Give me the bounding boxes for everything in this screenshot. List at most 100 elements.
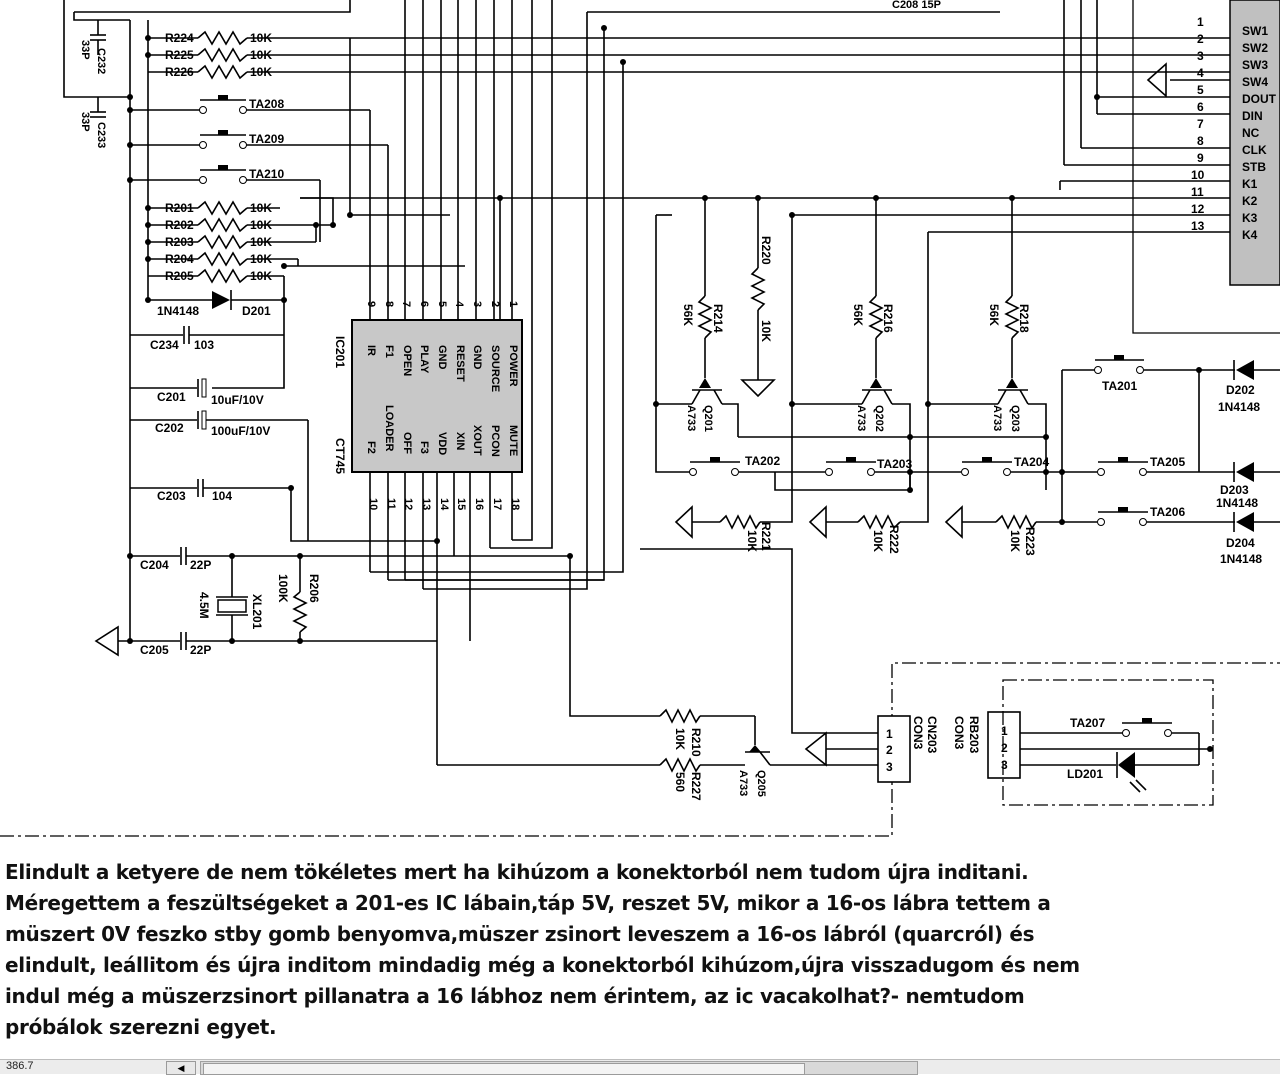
c233-label: C233	[95, 122, 107, 148]
svg-text:8: 8	[1197, 134, 1204, 148]
svg-text:R223: R223	[1023, 527, 1037, 556]
svg-text:LOADER: LOADER	[383, 405, 395, 452]
svg-text:R216: R216	[881, 304, 895, 333]
svg-text:TA210: TA210	[249, 167, 284, 181]
ta208-switch: TA208	[130, 95, 370, 114]
svg-text:D202: D202	[1226, 383, 1255, 397]
svg-text:A733: A733	[737, 770, 749, 796]
q201-transistor: R214 56K A733 Q201	[656, 198, 739, 437]
ground-symbol	[94, 625, 119, 657]
svg-text:F1: F1	[383, 345, 395, 358]
svg-text:10K: 10K	[1008, 530, 1022, 552]
svg-text:5: 5	[436, 301, 448, 307]
ta209-switch: TA209	[130, 130, 388, 149]
c233-value: 33P	[79, 112, 91, 132]
svg-text:7: 7	[400, 301, 412, 307]
svg-text:Q205: Q205	[755, 770, 767, 797]
svg-text:STB: STB	[1242, 160, 1266, 174]
svg-text:A733: A733	[855, 405, 867, 431]
q205-transistor: A733 Q205	[737, 716, 810, 797]
svg-text:SOURCE: SOURCE	[489, 345, 501, 392]
xl201-crystal: 4.5M XL201	[197, 556, 264, 642]
svg-text:D204: D204	[1226, 536, 1255, 550]
svg-text:100uF/10V: 100uF/10V	[211, 424, 270, 438]
svg-text:56K: 56K	[987, 304, 1001, 326]
svg-text:C234: C234	[150, 338, 179, 352]
svg-text:12: 12	[402, 498, 414, 510]
svg-text:C204: C204	[140, 558, 169, 572]
ta210-switch: TA210	[130, 165, 320, 184]
c232-capacitor: C232 33P	[79, 20, 107, 74]
ta206-switch: TA206	[1097, 505, 1185, 526]
c201-capacitor: C201 10uF/10V	[130, 378, 264, 407]
svg-text:Q202: Q202	[873, 405, 885, 432]
svg-text:TA208: TA208	[249, 97, 284, 111]
svg-text:10K: 10K	[745, 530, 759, 552]
c232-value: 33P	[79, 40, 91, 60]
svg-text:XL201: XL201	[250, 594, 264, 630]
svg-text:6: 6	[1197, 100, 1204, 114]
svg-text:F3: F3	[418, 441, 430, 454]
svg-text:IC201: IC201	[333, 336, 347, 368]
svg-text:9: 9	[365, 301, 377, 307]
svg-text:OFF: OFF	[401, 432, 413, 454]
svg-text:C203: C203	[157, 489, 186, 503]
r221-resistor: R221 10K	[674, 505, 773, 552]
svg-text:R227: R227	[689, 772, 703, 801]
svg-text:7: 7	[1197, 117, 1204, 131]
r227-resistor: R227 560	[640, 757, 745, 801]
horizontal-scrollbar[interactable]	[200, 1061, 918, 1075]
svg-text:10: 10	[1191, 168, 1205, 182]
r222-resistor: R222 10K	[808, 505, 901, 554]
svg-text:K4: K4	[1242, 228, 1258, 242]
c202-capacitor: C202 100uF/10V	[130, 410, 308, 438]
c205-capacitor: C205 22P	[118, 632, 437, 657]
svg-text:A733: A733	[991, 405, 1003, 431]
c204-capacitor: C204 22P	[140, 547, 211, 572]
scrollbar-thumb[interactable]	[203, 1063, 805, 1075]
d202-diode: D202 1N4148	[1218, 360, 1280, 414]
c232-label: C232	[95, 48, 107, 74]
d204-diode: D204 1N4148	[1220, 512, 1280, 566]
ta201-switch: TA201	[1062, 355, 1235, 393]
svg-text:TA204: TA204	[1014, 455, 1049, 469]
schematic-diagram: C232 33P C233 33P R224 10K R225 10K R226…	[0, 0, 1280, 837]
svg-text:1N4148: 1N4148	[157, 304, 199, 318]
svg-text:3: 3	[1001, 758, 1008, 772]
svg-text:R222: R222	[887, 525, 901, 554]
svg-text:DIN: DIN	[1242, 109, 1263, 123]
svg-text:1N4148: 1N4148	[1220, 552, 1262, 566]
r223-resistor: R223 10K	[944, 505, 1062, 556]
svg-text:5: 5	[1197, 83, 1204, 97]
svg-text:10K: 10K	[673, 728, 687, 750]
svg-text:CN203: CN203	[925, 716, 939, 754]
rb203-connector: 1 2 3 RB203 CON3	[952, 711, 1021, 779]
svg-text:1: 1	[507, 301, 519, 307]
svg-text:R221: R221	[759, 522, 773, 551]
ta203-switch: TA203	[825, 457, 912, 476]
svg-text:F2: F2	[365, 441, 377, 454]
svg-text:1: 1	[1001, 724, 1008, 738]
svg-text:1: 1	[1197, 15, 1204, 29]
svg-text:SW2: SW2	[1242, 41, 1268, 55]
svg-text:4: 4	[1197, 66, 1204, 80]
zoom-level: 386.7	[6, 1060, 34, 1072]
r210-resistor: R210 10K	[659, 708, 755, 757]
svg-text:D203: D203	[1220, 483, 1249, 497]
ic201-chip: 9 8 7 6 5 4 3 2 1 IR F1 OPEN PLAY GND RE…	[333, 0, 523, 765]
d201-diode: 1N4148 D201	[148, 290, 284, 318]
svg-text:13: 13	[1191, 219, 1205, 233]
svg-text:SW1: SW1	[1242, 24, 1268, 38]
cn203-connector: 1 2 3 CN203 CON3	[877, 715, 939, 783]
svg-text:17: 17	[491, 498, 503, 510]
svg-text:103: 103	[194, 338, 214, 352]
svg-text:1N4148: 1N4148	[1216, 496, 1258, 510]
svg-text:D201: D201	[242, 304, 271, 318]
svg-text:IR: IR	[365, 345, 377, 356]
svg-text:2: 2	[489, 301, 501, 307]
svg-text:11: 11	[385, 498, 397, 510]
svg-text:SW4: SW4	[1242, 75, 1268, 89]
q203-transistor: R218 56K A733 Q203	[928, 198, 1047, 437]
ta205-switch: TA205	[1097, 455, 1185, 476]
svg-text:Q203: Q203	[1009, 405, 1021, 432]
